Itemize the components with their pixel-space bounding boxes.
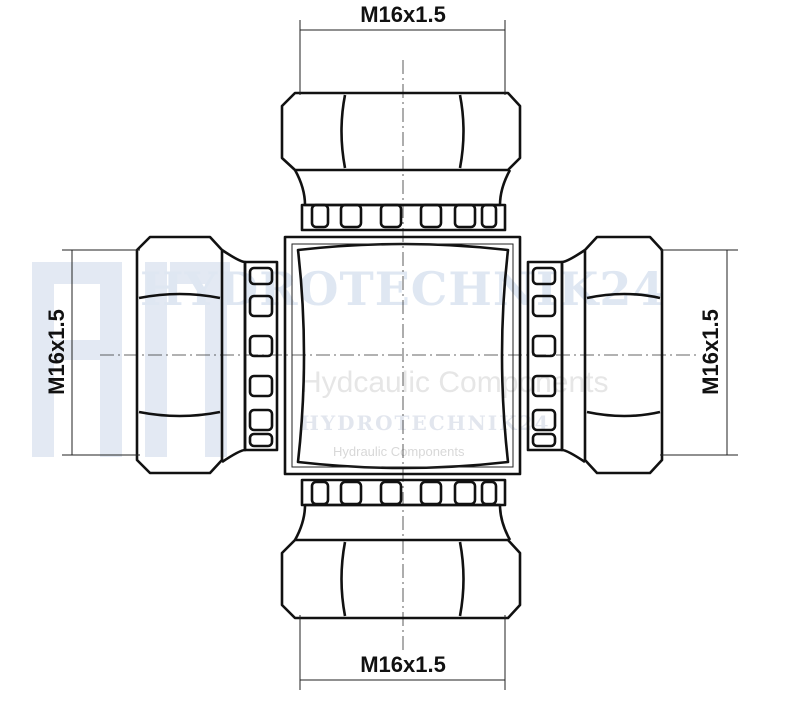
central-body [283, 235, 522, 476]
watermark: HYDROTECHNIK24 Hydcaulic Components HYDR… [32, 262, 665, 459]
watermark-logo [32, 262, 230, 457]
watermark-brand-small: HYDROTECHNIK24 [300, 411, 550, 435]
dimension-left: M16x1.5 [44, 249, 140, 456]
dimension-left-label: M16x1.5 [44, 309, 69, 395]
dimension-bottom-label: M16x1.5 [360, 652, 446, 677]
bottom-nut [280, 478, 522, 620]
left-nut [135, 235, 279, 475]
dimension-right: M16x1.5 [660, 249, 738, 456]
dimension-top: M16x1.5 [299, 2, 506, 95]
dimension-right-label: M16x1.5 [698, 309, 723, 395]
watermark-tagline: Hydcaulic Components [300, 366, 608, 399]
watermark-brand: HYDROTECHNIK24 [140, 262, 665, 316]
top-nut [280, 91, 522, 232]
dimension-top-label: M16x1.5 [360, 2, 446, 27]
dimension-bottom: M16x1.5 [299, 615, 506, 690]
watermark-tagline-small: Hydraulic Components [333, 444, 465, 459]
right-nut [526, 235, 664, 475]
